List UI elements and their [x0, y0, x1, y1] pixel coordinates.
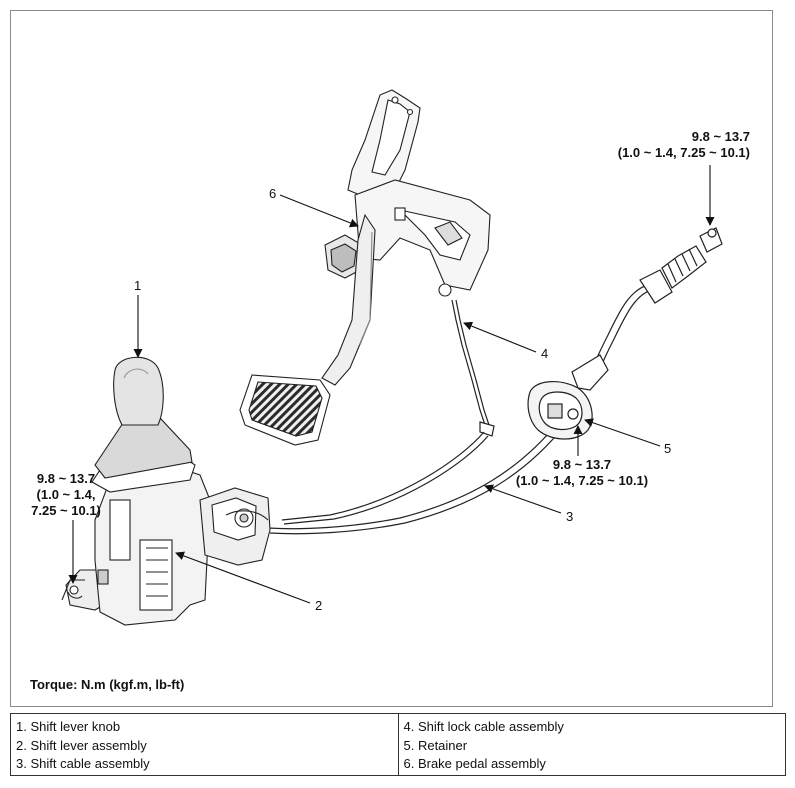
diagram-frame — [10, 10, 773, 707]
callout-1: 1 — [134, 278, 142, 293]
torque-mid-line1: 9.8 ~ 13.7 — [552, 457, 612, 472]
legend-item: 4. Shift lock cable assembly — [403, 719, 564, 734]
leader-4 — [463, 321, 537, 353]
shift-lever-assembly — [61, 356, 271, 626]
torque-top-line2: (1.0 ~ 1.4, 7.25 ~ 10.1) — [617, 145, 750, 160]
brake-pedal-assembly — [239, 89, 491, 446]
callout-4: 4 — [541, 346, 549, 361]
torque-top-line1: 9.8 ~ 13.7 — [691, 129, 750, 144]
leader-6 — [279, 194, 359, 228]
leader-2 — [175, 551, 311, 604]
legend-column-left: 1. Shift lever knob 2. Shift lever assem… — [11, 714, 398, 775]
leader-5 — [584, 418, 661, 447]
callout-3: 3 — [566, 509, 574, 524]
legend-item: 3. Shift cable assembly — [16, 756, 150, 771]
torque-units-note: Torque: N.m (kgf.m, lb-ft) — [30, 677, 185, 692]
shift-cable — [267, 227, 723, 535]
legend-column-right: 4. Shift lock cable assembly 5. Retainer… — [397, 714, 786, 775]
legend-item: 6. Brake pedal assembly — [403, 756, 546, 771]
retainer — [527, 381, 593, 440]
torque-left-line3: 7.25 ~ 10.1) — [31, 503, 101, 518]
torque-left-line2: (1.0 ~ 1.4, — [36, 487, 96, 502]
callout-2: 2 — [315, 598, 323, 613]
torque-spec-middle: 9.8 ~ 13.7 (1.0 ~ 1.4, 7.25 ~ 10.1) — [508, 457, 656, 489]
legend-item: 2. Shift lever assembly — [16, 737, 147, 753]
callout-5: 5 — [664, 441, 672, 456]
shift-lock-cable — [281, 299, 495, 525]
legend-item: 1. Shift lever knob — [16, 719, 121, 734]
callout-leaders — [68, 165, 715, 604]
torque-mid-line2: (1.0 ~ 1.4, 7.25 ~ 10.1) — [515, 473, 649, 488]
torque-spec-left: 9.8 ~ 13.7 (1.0 ~ 1.4, 7.25 ~ 10.1) — [16, 471, 116, 519]
leader-3 — [484, 484, 562, 514]
torque-left-line1: 9.8 ~ 13.7 — [36, 471, 96, 486]
parts-legend: 1. Shift lever knob 2. Shift lever assem… — [10, 713, 786, 776]
callout-6: 6 — [269, 186, 277, 201]
torque-spec-top-right: 9.8 ~ 13.7 (1.0 ~ 1.4, 7.25 ~ 10.1) — [602, 129, 750, 161]
legend-item: 5. Retainer — [403, 737, 468, 753]
